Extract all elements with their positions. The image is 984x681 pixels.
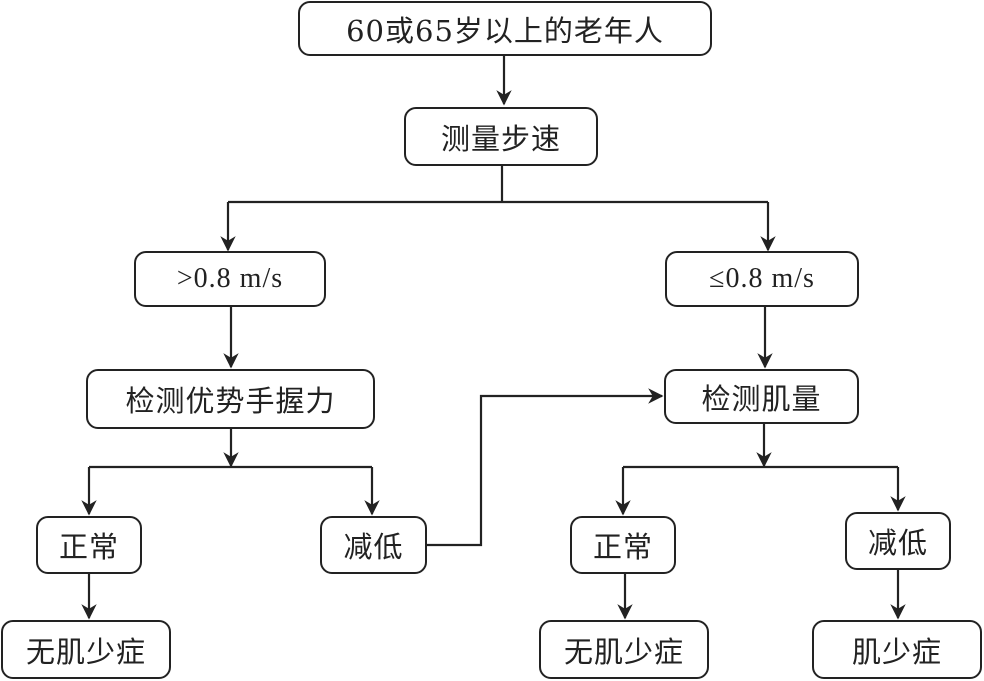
node-elderly: 60或65岁以上的老年人: [298, 1, 712, 56]
edge-griplow-to-mass: [426, 388, 664, 547]
node-mass-low: 减低: [845, 512, 951, 570]
node-gait-speed: 测量步速: [404, 107, 598, 166]
node-grip-normal: 正常: [36, 516, 142, 574]
node-no-sarcopenia-left: 无肌少症: [1, 620, 171, 679]
node-no-sarcopenia-right: 无肌少症: [539, 620, 709, 679]
node-grip-low: 减低: [320, 516, 427, 574]
node-muscle-mass: 检测肌量: [664, 369, 859, 424]
node-speed-slow: ≤0.8 m/s: [665, 251, 859, 307]
node-speed-fast: >0.8 m/s: [134, 251, 326, 307]
node-mass-normal: 正常: [570, 516, 676, 574]
node-grip-strength: 检测优势手握力: [86, 369, 375, 429]
node-sarcopenia: 肌少症: [812, 620, 982, 679]
